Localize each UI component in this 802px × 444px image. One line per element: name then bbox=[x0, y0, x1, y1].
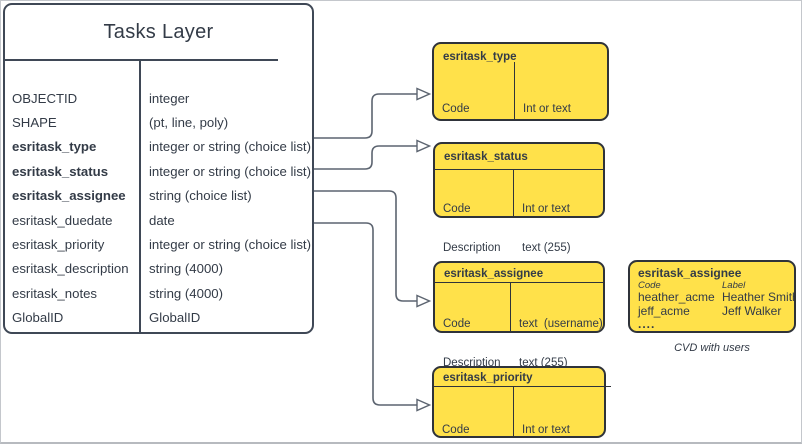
domain-field: Code bbox=[442, 103, 470, 115]
field-type: (pt, line, poly) bbox=[149, 115, 229, 131]
domain-field: Code bbox=[443, 318, 471, 330]
cvd-user-label: Jeff Walker bbox=[722, 303, 782, 318]
tasks-layer-table: Tasks Layer OBJECTID integer SHAPE (pt, li… bbox=[3, 3, 314, 334]
field-name: esritask_notes bbox=[12, 285, 98, 301]
domain-title: esritask_type bbox=[443, 51, 517, 63]
table-row: esritask_priority integer or string (choi… bbox=[5, 232, 312, 256]
cvd-user-label: Heather Smith bbox=[722, 290, 796, 304]
field-type: string (4000) bbox=[149, 285, 224, 301]
domain-type: Int or text bbox=[522, 424, 570, 436]
domain-box-esritask-priority: esritask_priority Code Description Int o… bbox=[432, 366, 611, 438]
domain-title: esritask_status bbox=[444, 151, 528, 163]
domain-field: Code bbox=[443, 203, 471, 215]
field-type: integer bbox=[149, 90, 190, 106]
table-row: OBJECTID integer bbox=[5, 86, 312, 110]
column-divider bbox=[513, 169, 515, 216]
connector-esritask-assignee bbox=[314, 190, 417, 302]
domain-title: esritask_assignee bbox=[444, 268, 544, 280]
connector-arrow-esritask-assignee bbox=[416, 294, 432, 308]
connector-esritask-type bbox=[314, 93, 417, 139]
field-type: integer or string (choice list) bbox=[149, 163, 311, 179]
domain-box-esritask-type: esritask_type Code Description Int or te… bbox=[432, 42, 609, 154]
table-row: esritask_duedate date bbox=[5, 208, 312, 232]
domain-box-esritask-status: esritask_status Code Description Int or … bbox=[433, 142, 605, 254]
field-type: GlobalID bbox=[149, 310, 201, 326]
title-divider bbox=[433, 169, 605, 170]
field-type: string (4000) bbox=[149, 261, 224, 277]
cvd-col-header-label: Label bbox=[722, 280, 746, 291]
field-name: esritask_duedate bbox=[12, 212, 113, 228]
table-row: GlobalID GlobalID bbox=[5, 306, 312, 330]
domain-field: Code bbox=[442, 424, 470, 436]
field-name: esritask_description bbox=[12, 261, 129, 277]
field-type: integer or string (choice list) bbox=[149, 139, 311, 155]
column-divider bbox=[513, 386, 515, 436]
cvd-title: esritask_assignee bbox=[638, 266, 742, 280]
domain-box-esritask-assignee: esritask_assignee Code Description text … bbox=[433, 261, 605, 369]
domain-type: Int or text bbox=[522, 203, 570, 215]
field-type: string (choice list) bbox=[149, 188, 252, 204]
table-row: esritask_notes string (4000) bbox=[5, 281, 312, 305]
tasks-layer-rows: OBJECTID integer SHAPE (pt, line, poly) es… bbox=[5, 86, 312, 330]
cvd-ellipsis: .... bbox=[638, 317, 656, 331]
connector-arrow-esritask-type bbox=[416, 87, 432, 101]
connector-esritask-priority bbox=[314, 222, 417, 406]
field-name: esritask_type bbox=[12, 139, 97, 155]
domain-type: text (255) bbox=[522, 242, 571, 254]
title-divider bbox=[433, 282, 605, 283]
domain-type: text (username) bbox=[519, 318, 603, 330]
column-divider bbox=[510, 282, 512, 331]
cvd-user-code: jeff_acme bbox=[638, 303, 690, 318]
field-type: date bbox=[149, 212, 175, 228]
field-name: GlobalID bbox=[12, 310, 64, 326]
table-row: SHAPE (pt, line, poly) bbox=[5, 110, 312, 134]
cvd-caption: CVD with users bbox=[674, 342, 750, 354]
title-divider bbox=[5, 59, 278, 61]
column-divider bbox=[139, 59, 141, 332]
domain-type: Int or text bbox=[523, 103, 571, 115]
field-name: OBJECTID bbox=[12, 90, 78, 106]
connector-arrow-esritask-priority bbox=[416, 398, 432, 412]
cvd-col-header-code: Code bbox=[638, 280, 661, 291]
field-name: esritask_priority bbox=[12, 237, 105, 253]
connector-esritask-status bbox=[314, 145, 417, 170]
field-type: integer or string (choice list) bbox=[149, 237, 311, 253]
domain-title: esritask_priority bbox=[443, 372, 533, 384]
title-divider bbox=[432, 386, 611, 387]
field-name: SHAPE bbox=[12, 115, 57, 131]
table-row: esritask_status integer or string (choice… bbox=[5, 159, 312, 183]
domain-field: Description bbox=[443, 242, 501, 254]
field-name: esritask_status bbox=[12, 163, 109, 179]
cvd-users-box: esritask_assignee Code Label heather_acm… bbox=[628, 260, 796, 333]
tasks-layer-title: Tasks Layer bbox=[103, 20, 214, 43]
table-row: esritask_assignee string (choice list) bbox=[5, 184, 312, 208]
table-row: esritask_description string (4000) bbox=[5, 257, 312, 281]
column-divider bbox=[514, 62, 516, 119]
table-row: esritask_type integer or string (choice l… bbox=[5, 135, 312, 159]
cvd-user-code: heather_acme bbox=[638, 290, 715, 304]
field-name: esritask_assignee bbox=[12, 188, 126, 204]
connector-arrow-esritask-status bbox=[416, 139, 432, 153]
